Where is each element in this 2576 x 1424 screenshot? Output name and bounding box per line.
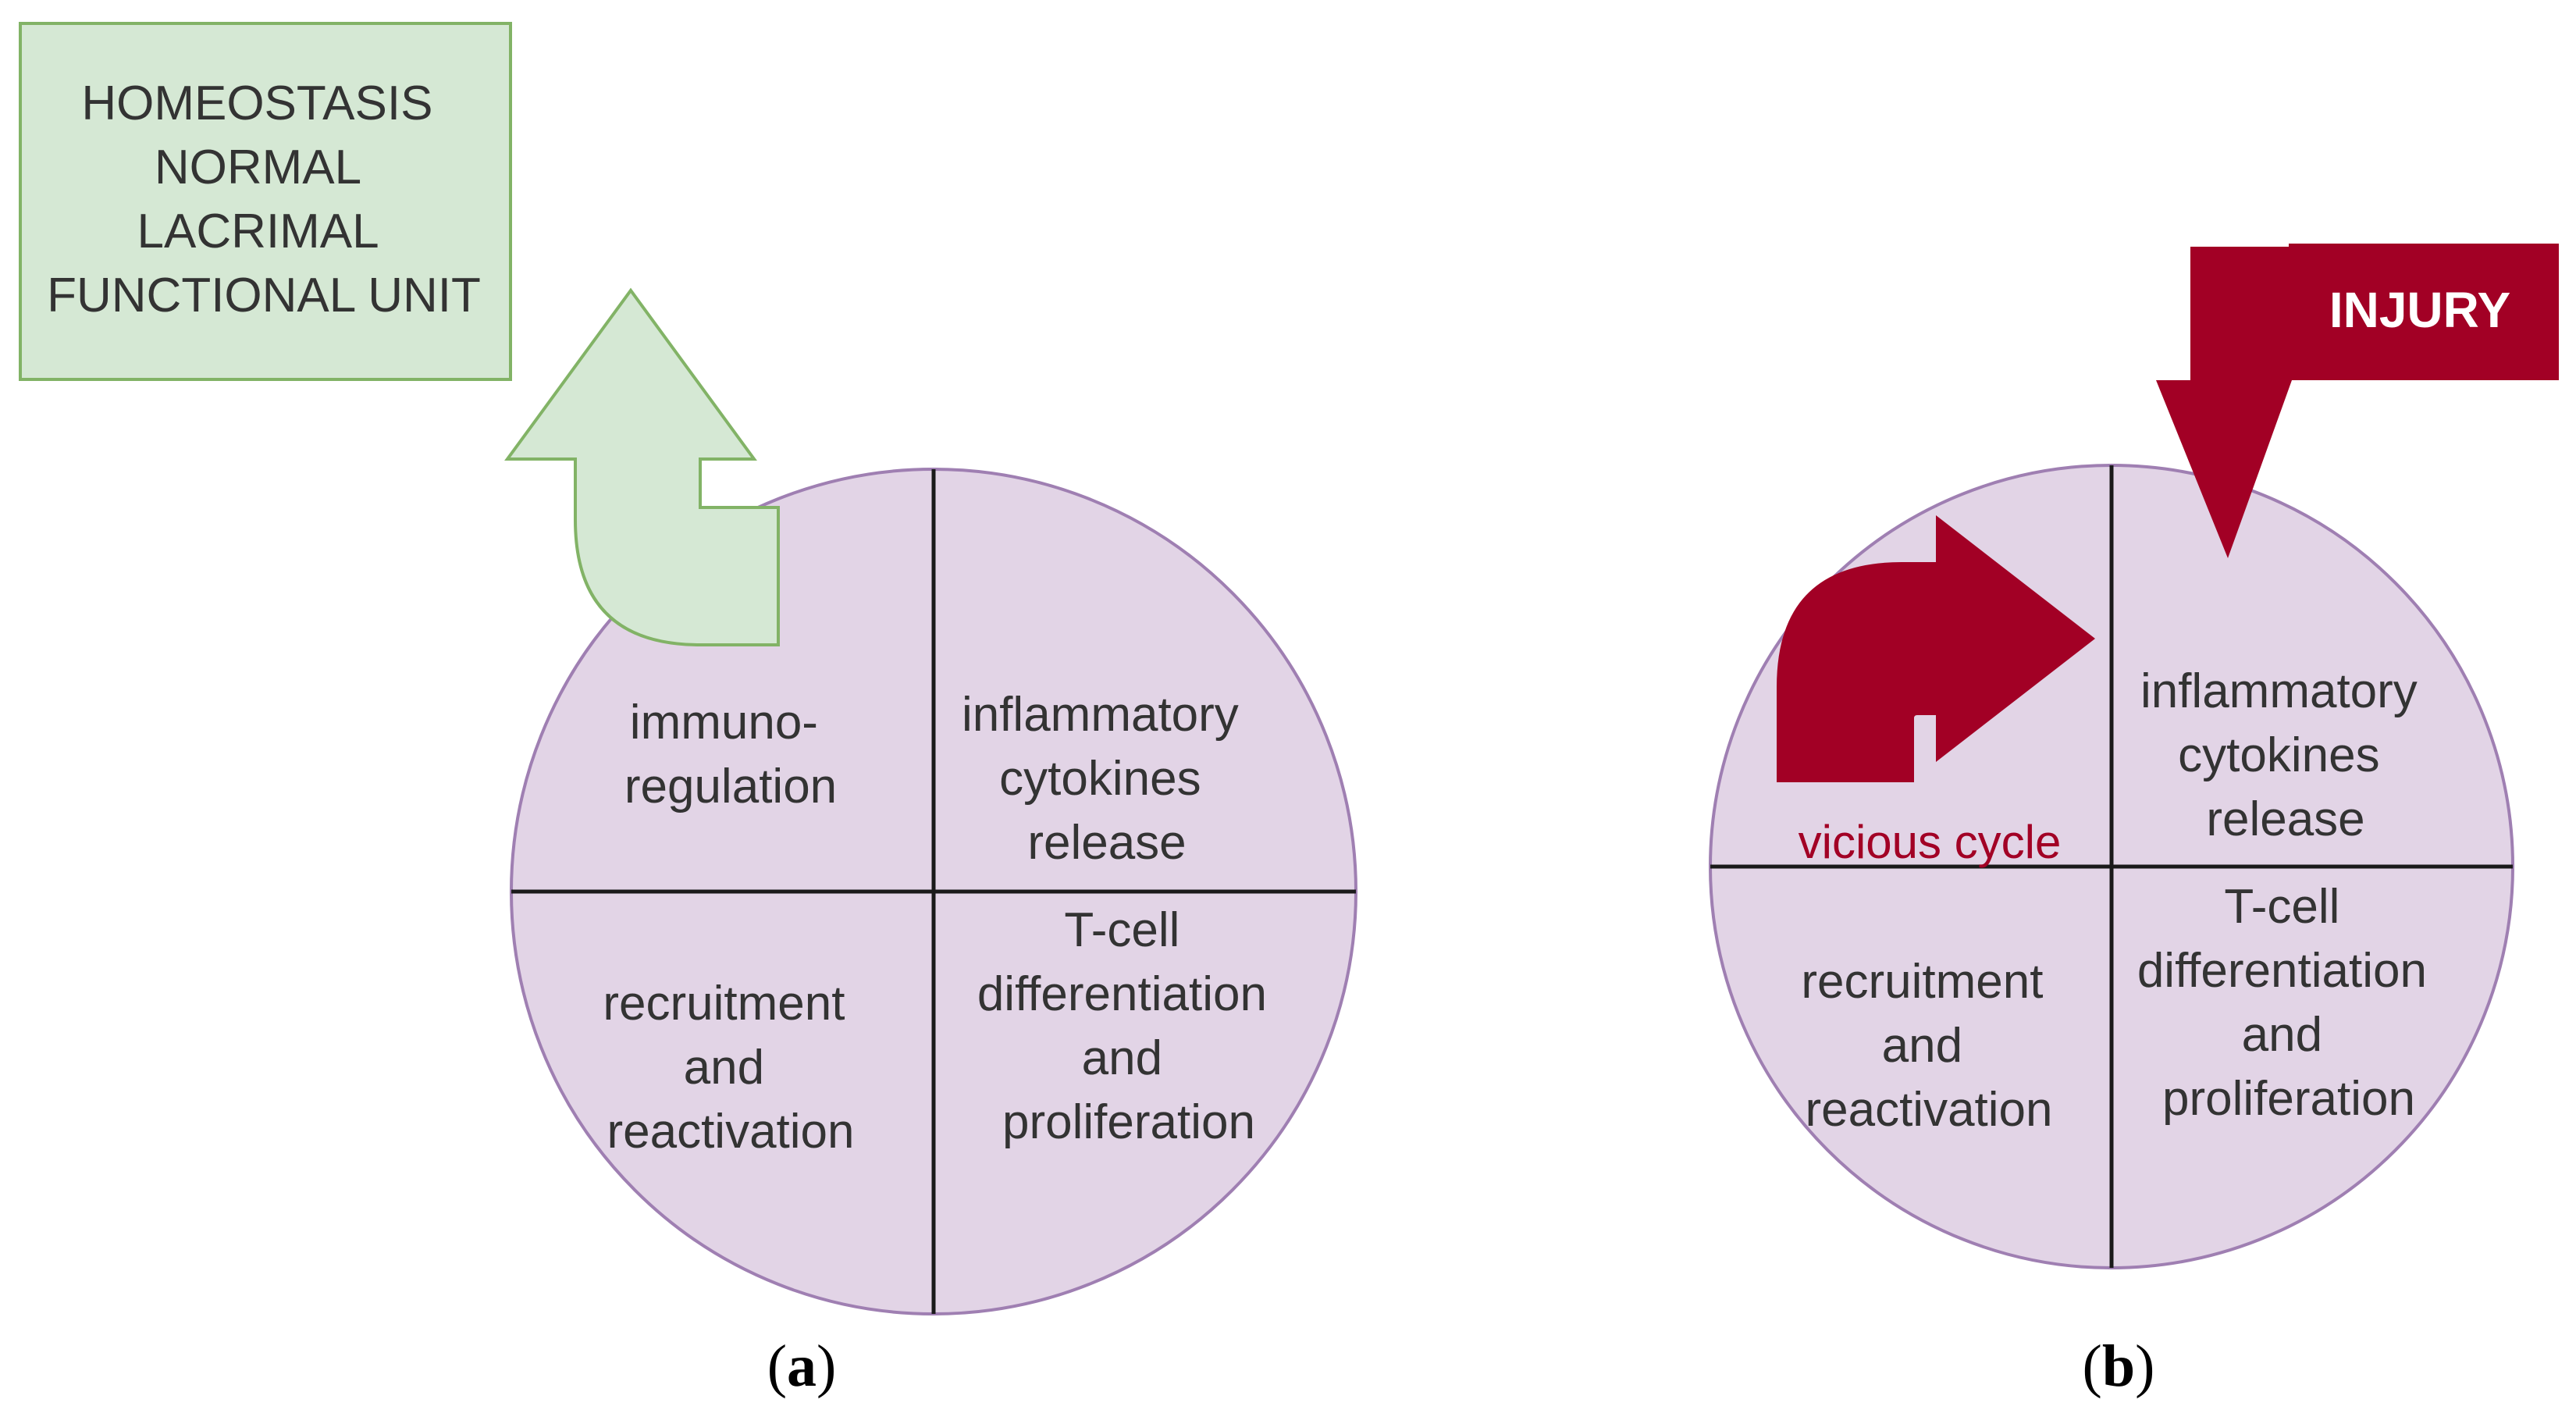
caption-paren: ( bbox=[2083, 1333, 2102, 1399]
quadrant-line: and bbox=[1082, 1031, 1162, 1085]
quadrant-line: release bbox=[1027, 816, 1186, 870]
quadrant-top-right-a: inflammatory cytokines release bbox=[962, 688, 1252, 870]
homeostasis-line: FUNCTIONAL UNIT bbox=[47, 269, 481, 322]
vicious-cycle-label: vicious cycle bbox=[1799, 816, 2062, 868]
quadrant-top-left-a: immuno- regulation bbox=[624, 696, 837, 813]
curved-up-arrow-icon bbox=[504, 287, 780, 646]
quadrant-line: inflammatory bbox=[2140, 664, 2418, 718]
quadrant-bottom-left-a: recruitment and reactivation bbox=[603, 977, 858, 1159]
quadrant-line: differentiation bbox=[2137, 944, 2427, 998]
panel-b: INJURY vicious cycle inflammatory cytoki… bbox=[1709, 244, 2559, 1399]
quadrant-line: recruitment bbox=[1801, 955, 2043, 1009]
caption-paren: ) bbox=[2135, 1333, 2154, 1399]
quadrant-line: proliferation bbox=[2162, 1072, 2415, 1126]
quadrant-line: T-cell bbox=[1064, 903, 1179, 957]
quadrant-line: reactivation bbox=[607, 1105, 854, 1159]
homeostasis-box bbox=[19, 22, 512, 381]
injury-label: INJURY bbox=[2329, 282, 2510, 338]
quadrant-bottom-left-b: recruitment and reactivation bbox=[1801, 955, 2056, 1137]
homeostasis-line: LACRIMAL bbox=[137, 205, 378, 258]
panel-a: HOMEOSTASIS NORMAL LACRIMAL FUNCTIONAL U… bbox=[19, 22, 1357, 1399]
quadrant-bottom-right-b: T-cell differentiation and proliferation bbox=[2137, 880, 2440, 1126]
quadrant-line: inflammatory bbox=[962, 688, 1239, 742]
caption-paren: ( bbox=[767, 1333, 787, 1399]
caption-b: (b) bbox=[2083, 1333, 2155, 1399]
quadrant-top-right-b: inflammatory cytokines release bbox=[2140, 664, 2431, 846]
injury-banner bbox=[2289, 244, 2559, 380]
quadrant-line: T-cell bbox=[2224, 880, 2339, 934]
caption-letter: a bbox=[787, 1333, 817, 1399]
quadrant-line: and bbox=[1882, 1019, 1962, 1073]
quadrant-line: reactivation bbox=[1805, 1083, 2052, 1137]
curved-right-arrow-icon bbox=[1777, 515, 2095, 782]
quadrant-line: differentiation bbox=[977, 967, 1267, 1021]
quadrant-line: and bbox=[2242, 1008, 2322, 1062]
homeostasis-text: HOMEOSTASIS NORMAL LACRIMAL FUNCTIONAL U… bbox=[47, 77, 481, 322]
quadrant-line: release bbox=[2206, 792, 2364, 846]
caption-letter: b bbox=[2102, 1333, 2135, 1399]
down-arrow-icon bbox=[2156, 247, 2292, 558]
quadrant-line: cytokines bbox=[999, 752, 1201, 806]
quadrant-bottom-right-a: T-cell differentiation and proliferation bbox=[977, 903, 1280, 1149]
quadrant-line: recruitment bbox=[603, 977, 845, 1031]
homeostasis-line: HOMEOSTASIS bbox=[81, 77, 432, 130]
quadrant-line: proliferation bbox=[1002, 1095, 1255, 1149]
homeostasis-line: NORMAL bbox=[155, 141, 361, 194]
quadrant-line: cytokines bbox=[2178, 728, 2379, 782]
caption-a: (a) bbox=[767, 1333, 837, 1399]
quadrant-line: and bbox=[684, 1041, 764, 1095]
quadrant-line: regulation bbox=[624, 760, 837, 813]
quadrant-line: immuno- bbox=[630, 696, 818, 749]
caption-paren: ) bbox=[817, 1333, 836, 1399]
